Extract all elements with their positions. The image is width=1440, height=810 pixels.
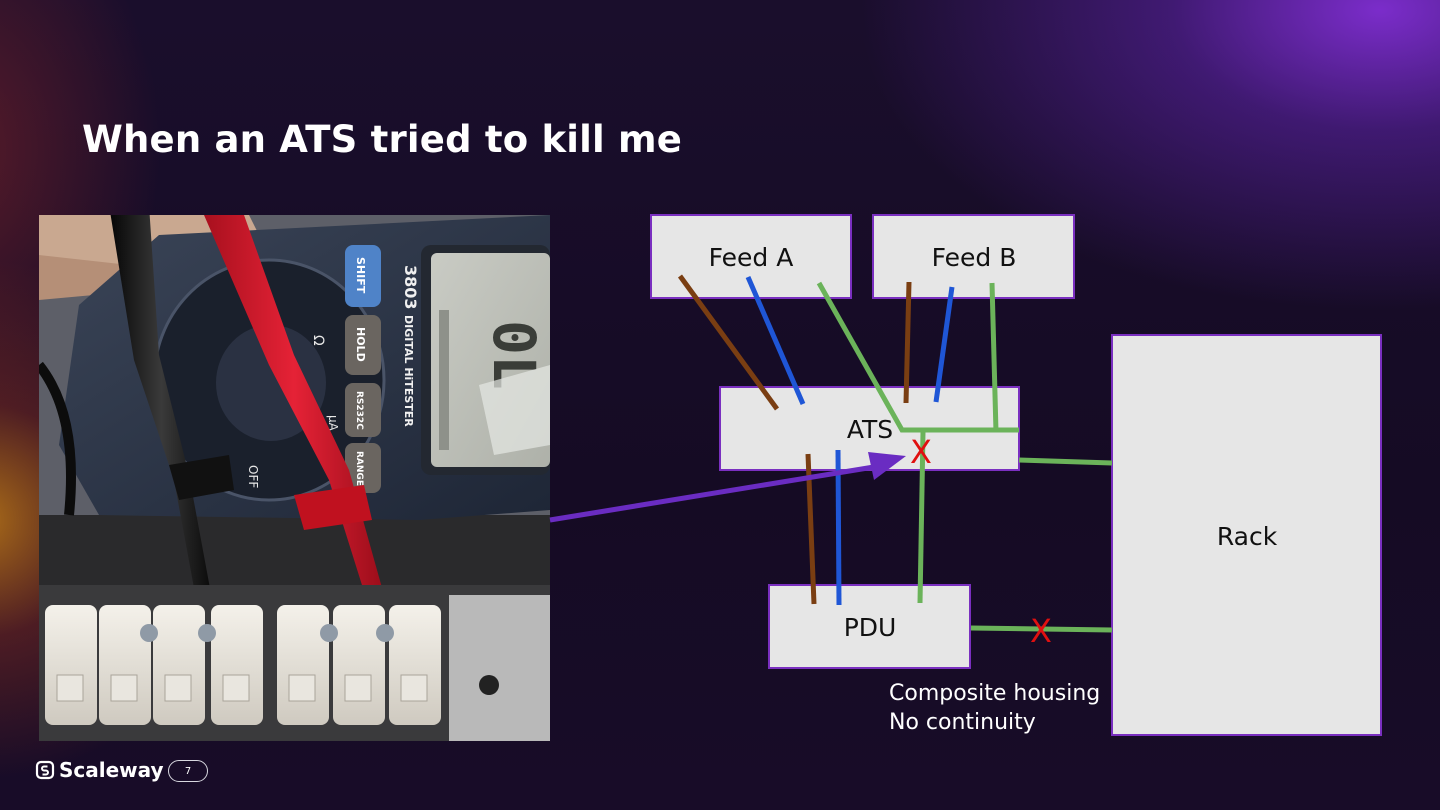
svg-text:HOLD: HOLD [354, 327, 367, 362]
terminal-block [45, 605, 441, 725]
multimeter-photo-illustration: V Ω µA OFF SHIFT HOLD RS232C RANGE 3803 … [39, 215, 550, 741]
photo-to-ats-arrow [549, 452, 906, 523]
feed-a-neutral-wire [745, 276, 806, 405]
feed-a-live-wire [677, 274, 780, 411]
page-number: 7 [184, 765, 192, 777]
svg-text:RS232C: RS232C [354, 391, 364, 430]
feed-a-label: Feed A [709, 243, 794, 272]
feed-b-neutral-wire [933, 286, 955, 403]
feed-a-earth-wire [816, 281, 1019, 433]
feed-b-label: Feed B [932, 243, 1017, 272]
pdu-box: PDU [768, 584, 971, 669]
feed-b-earth-wire [989, 282, 999, 433]
ats-pdu-neutral-wire [835, 449, 842, 606]
svg-text:3803: 3803 [401, 265, 420, 310]
note-line-1: Composite housing [889, 681, 1101, 706]
svg-text:RANGE: RANGE [354, 451, 364, 486]
rack-box: Rack [1111, 334, 1382, 736]
feed-b-live-wire [903, 281, 912, 404]
ats-fault-marker: X [910, 433, 932, 471]
ats-pdu-earth-wire [917, 431, 926, 604]
scaleway-logo-icon [35, 760, 55, 780]
pdu-rack-fault-marker: X [1030, 612, 1052, 650]
svg-text:DIGITAL HiTESTER: DIGITAL HiTESTER [402, 315, 415, 427]
svg-text:SHIFT: SHIFT [354, 257, 367, 294]
page-number-badge: 7 [168, 760, 208, 782]
rack-label: Rack [1217, 522, 1278, 551]
svg-text:µA: µA [326, 415, 340, 432]
ats-label: ATS [847, 415, 893, 444]
brand-name: Scaleway [59, 758, 164, 782]
scaleway-logo: Scaleway [35, 758, 164, 782]
note-line-2: No continuity [889, 710, 1036, 735]
slide-title: When an ATS tried to kill me [82, 118, 683, 161]
pdu-label: PDU [844, 613, 897, 642]
pdu-rack-earth-wire [970, 625, 1113, 633]
ats-rack-earth-wire [1018, 457, 1113, 466]
composite-housing-note: Composite housing No continuity [889, 679, 1100, 737]
svg-text:Ω: Ω [310, 335, 326, 346]
feed-b-box: Feed B [872, 214, 1075, 299]
multimeter-photo: V Ω µA OFF SHIFT HOLD RS232C RANGE 3803 … [39, 215, 550, 741]
svg-text:OFF: OFF [246, 465, 260, 488]
